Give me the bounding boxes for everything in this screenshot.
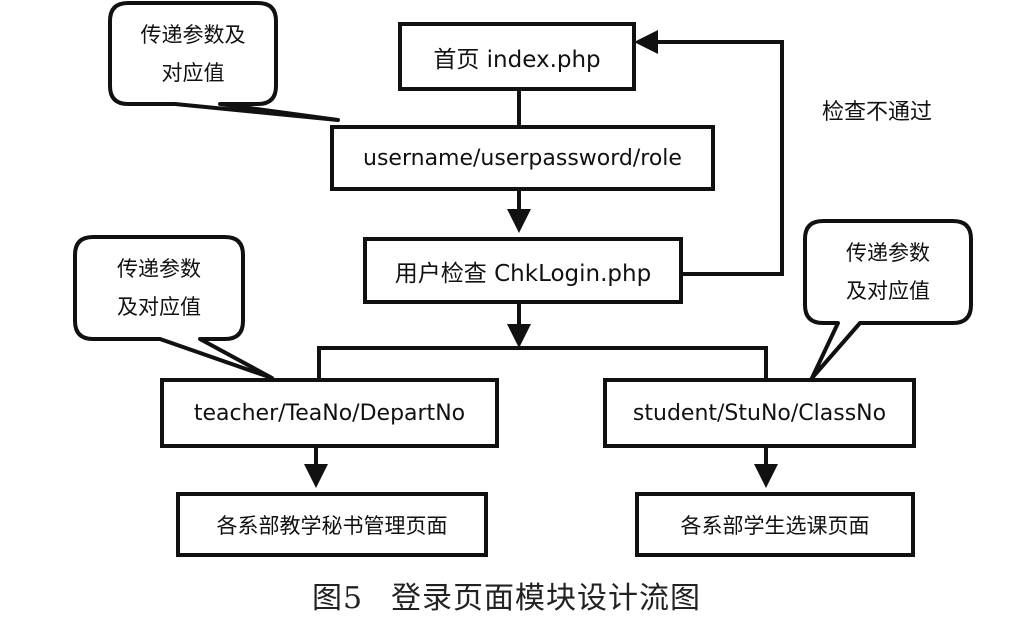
node-student-params-label: student/StuNo/ClassNo — [632, 400, 887, 426]
callout-mid-left-line-2: 及对应值 — [117, 295, 201, 319]
branch-bar — [317, 346, 768, 380]
node-chk-login: 用户检查 ChkLogin.php — [363, 237, 683, 304]
callout-right-line-1: 传递参数 — [846, 241, 930, 265]
node-login-params-label: username/userpassword/role — [363, 145, 682, 171]
node-student-params: student/StuNo/ClassNo — [603, 378, 916, 448]
callout-bubble-mid-left — [73, 235, 274, 380]
callout-mid-left-text: 传递参数 及对应值 — [77, 239, 241, 337]
node-index: 首页 index.php — [398, 22, 636, 91]
node-teacher-params: teacher/TeaNo/DepartNo — [160, 378, 499, 448]
node-login-params: username/userpassword/role — [330, 125, 715, 191]
node-teacher-params-label: teacher/TeaNo/DepartNo — [193, 400, 466, 426]
arrow-fail-back-to-index — [634, 30, 784, 276]
callout-mid-left-line-1: 传递参数 — [117, 257, 201, 281]
node-student-page-label: 各系部学生选课页面 — [680, 513, 870, 538]
node-student-page: 各系部学生选课页面 — [635, 492, 915, 557]
callout-top-left-text: 传递参数及 对应值 — [112, 5, 274, 102]
node-chk-login-label: 用户检查 ChkLogin.php — [394, 260, 652, 287]
callout-top-left-line-2: 对应值 — [161, 60, 225, 85]
callout-bubble-top-left — [108, 1, 340, 122]
callout-right-text: 传递参数 及对应值 — [807, 223, 969, 321]
figure-number: 图5 — [311, 581, 364, 616]
node-teacher-page: 各系部教学秘书管理页面 — [176, 492, 488, 557]
node-teacher-page-label: 各系部教学秘书管理页面 — [216, 513, 448, 538]
edge-label-check-failed: 检查不通过 — [822, 100, 933, 125]
callout-top-left-line-1: 传递参数及 — [140, 22, 246, 47]
figure-caption: 图5 登录页面模块设计流图 — [0, 573, 1013, 617]
figure-title: 登录页面模块设计流图 — [391, 581, 702, 616]
node-index-label: 首页 index.php — [433, 46, 601, 73]
callout-bubble-right — [803, 219, 973, 380]
callout-right-line-2: 及对应值 — [846, 279, 930, 303]
